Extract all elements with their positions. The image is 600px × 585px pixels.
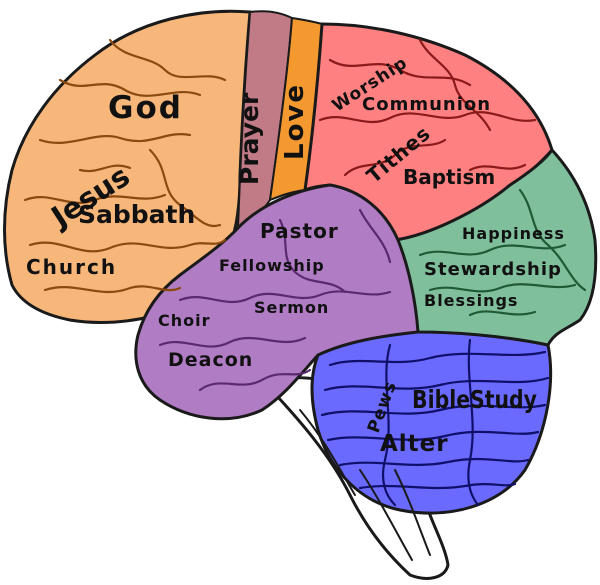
label-alter: Alter (380, 431, 449, 457)
label-baptism: Baptism (403, 165, 495, 189)
occipital-veins (418, 188, 587, 317)
label-sabbath: Sabbath (78, 200, 195, 229)
label-deacon: Deacon (168, 349, 253, 371)
label-prayer: Prayer (235, 92, 264, 185)
temporal-veins (158, 208, 392, 392)
cerebellum-folds (320, 338, 550, 507)
label-choir: Choir (158, 311, 211, 330)
label-church: Church (26, 255, 117, 279)
temporal-lobe (134, 183, 420, 421)
frontal-veins (23, 38, 227, 293)
label-biblestudy: BibleStudy (412, 385, 537, 414)
label-pastor: Pastor (260, 219, 339, 243)
label-love: Love (280, 83, 310, 160)
label-happiness: Happiness (462, 224, 565, 243)
label-fellowship: Fellowship (219, 256, 325, 275)
label-communion: Communion (362, 94, 491, 115)
label-sermon: Sermon (254, 298, 329, 317)
label-blessings: Blessings (424, 291, 518, 310)
label-god: God (108, 90, 183, 126)
parietal-veins (318, 38, 537, 177)
stem-lines (299, 409, 431, 561)
label-stewardship: Stewardship (424, 259, 562, 280)
